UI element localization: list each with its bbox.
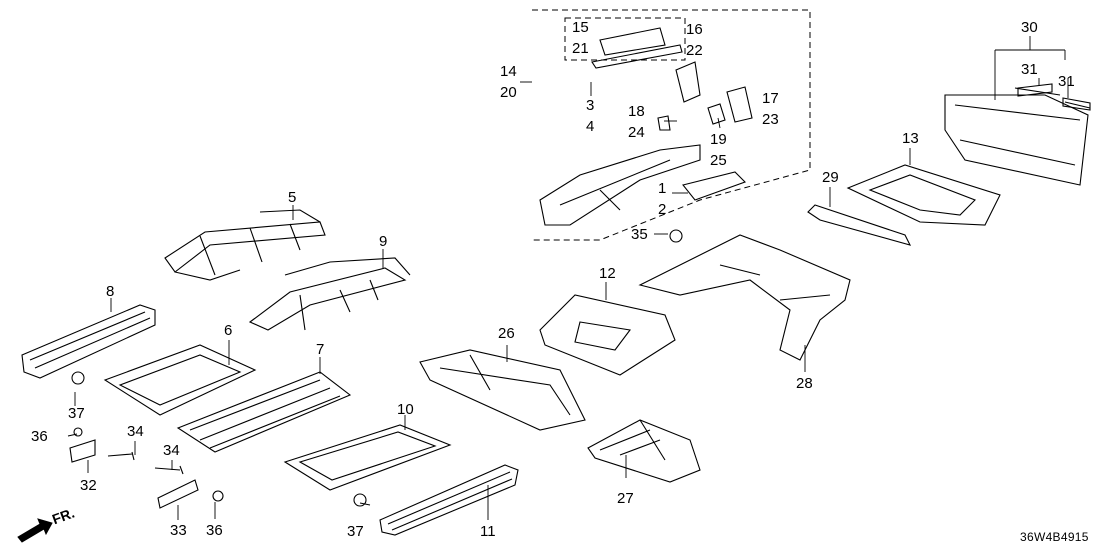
part-8-sill	[21, 304, 156, 379]
part-13-floor	[846, 164, 1001, 226]
fasteners	[69, 83, 1091, 509]
callout-6: 6	[224, 322, 233, 339]
part-10-floor	[283, 424, 452, 491]
callout-16: 16	[686, 21, 703, 38]
callout-3: 3	[586, 97, 595, 114]
callout-12: 12	[599, 265, 616, 282]
callout-7: 7	[316, 341, 325, 358]
callout-17: 17	[762, 90, 779, 107]
callout-29: 29	[822, 169, 839, 186]
callout-21: 21	[572, 40, 589, 57]
callout-35: 35	[631, 226, 648, 243]
callout-4: 4	[586, 118, 595, 135]
callout-26: 26	[498, 325, 515, 342]
group-enclosure	[532, 9, 811, 241]
diagram-code: 36W4B4915	[1020, 530, 1089, 544]
part-11-sill	[379, 464, 519, 536]
callout-25: 25	[710, 152, 727, 169]
callout-10: 10	[397, 401, 414, 418]
callout-11: 11	[480, 523, 496, 540]
small-brackets	[591, 27, 753, 131]
callout-23: 23	[762, 111, 779, 128]
part-12-floor	[539, 294, 676, 376]
part-27-bracket	[587, 419, 701, 483]
callout-24: 24	[628, 124, 645, 141]
callout-9: 9	[379, 233, 388, 250]
callout-19: 19	[710, 131, 727, 148]
part-26-floor	[419, 349, 586, 431]
front-direction-arrow	[17, 518, 53, 543]
callout-36-left: 36	[31, 428, 48, 445]
callout-37-left: 37	[68, 405, 85, 422]
part-5-frame	[164, 209, 326, 281]
callout-14: 14	[500, 63, 517, 80]
part-7-tunnel	[176, 371, 352, 453]
part-9-frame	[248, 257, 411, 331]
part-30-panel	[944, 87, 1091, 186]
callout-37-right: 37	[347, 523, 364, 540]
part-1-2-bracket	[682, 171, 747, 201]
callout-34-upper: 34	[127, 423, 144, 440]
callout-18: 18	[628, 103, 645, 120]
part-28-frame	[638, 234, 851, 361]
callout-32: 32	[80, 477, 97, 494]
part-29-crossmember	[807, 204, 912, 246]
callout-1: 1	[658, 180, 667, 197]
callout-36-right: 36	[206, 522, 223, 539]
callout-13: 13	[902, 130, 919, 147]
callout-22: 22	[686, 42, 703, 59]
callout-15: 15	[572, 19, 589, 36]
leader-lines	[67, 36, 1069, 520]
callout-31-right: 31	[1058, 73, 1075, 90]
callout-28: 28	[796, 375, 813, 392]
callout-8: 8	[106, 283, 115, 300]
callout-30: 30	[1021, 19, 1038, 36]
callout-2: 2	[658, 201, 667, 218]
callout-27: 27	[617, 490, 634, 507]
part-3-4-frame	[539, 144, 701, 226]
callout-34-lower: 34	[163, 442, 180, 459]
group-enclosure-15-16	[564, 17, 686, 61]
callout-33: 33	[170, 522, 187, 539]
callout-5: 5	[288, 189, 297, 206]
callout-20: 20	[500, 84, 517, 101]
part-6-floor	[103, 344, 257, 416]
callout-31-left: 31	[1021, 61, 1038, 78]
